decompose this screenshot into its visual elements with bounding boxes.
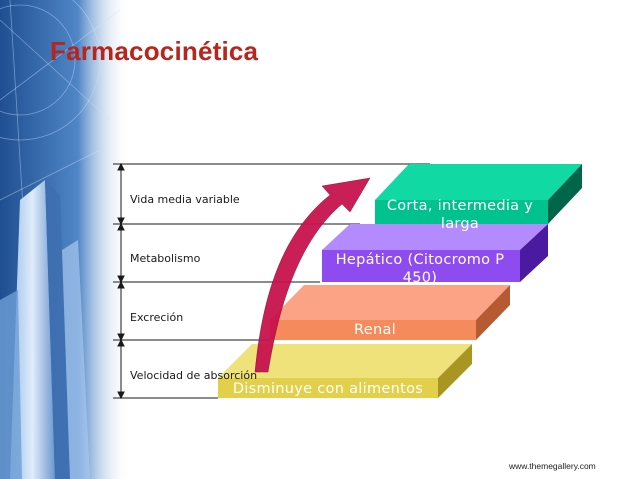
step-text-excrecion: Renal: [354, 322, 396, 338]
footer-url: www.themegallery.com: [509, 461, 596, 471]
row-label-excrecion: Excreción: [130, 311, 184, 324]
background-graphic: [0, 0, 130, 479]
curved-arrow-icon: [254, 177, 371, 373]
dimension-arrows: [117, 162, 125, 400]
row-label-velocidad-absorcion: Velocidad de absorción: [130, 369, 258, 382]
step-yellow: [218, 344, 472, 398]
row-label-metabolismo: Metabolismo: [130, 252, 201, 265]
slide-title: Farmacocinética: [50, 36, 259, 66]
step-text-vida-media: Corta, intermedia y larga: [386, 198, 534, 232]
step-text-metabolismo: Hepático (Citocromo P 450): [335, 252, 505, 286]
step-text-absorcion: Disminuye con alimentos: [232, 381, 424, 397]
row-label-vida-media: Vida media variable: [130, 193, 240, 206]
step-green: [375, 164, 582, 224]
step-purple: [322, 224, 548, 282]
step-salmon: [270, 285, 510, 340]
